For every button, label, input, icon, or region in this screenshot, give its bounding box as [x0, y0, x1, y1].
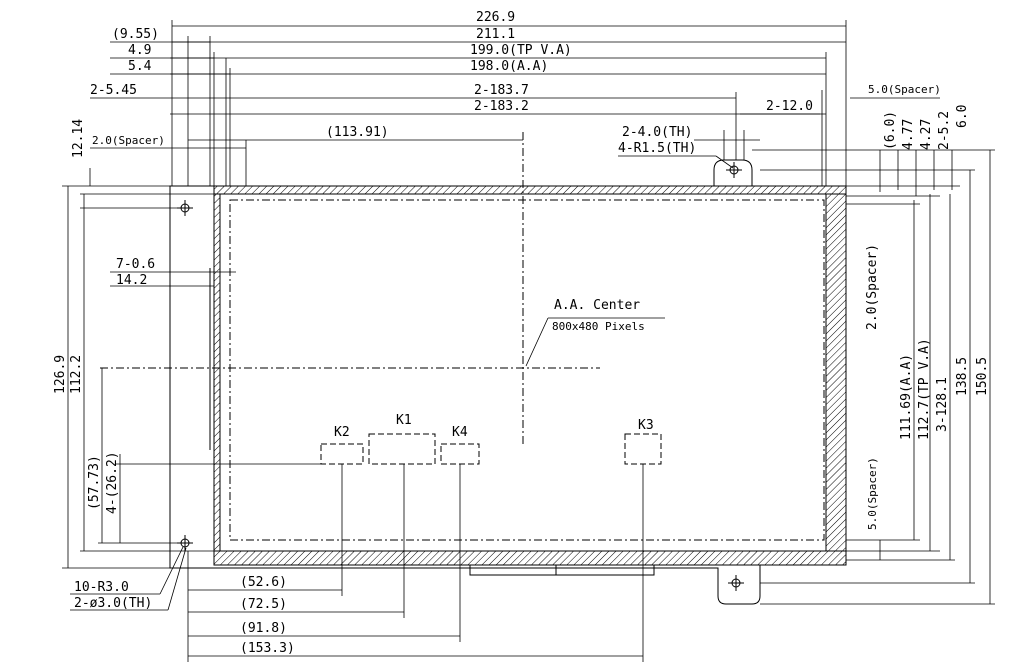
- dim-4-9: 4.9: [128, 43, 151, 58]
- dim-4-77: 4.77: [901, 119, 916, 150]
- dim-14-2: 14.2: [116, 273, 147, 288]
- dim-198-aa: 198.0(A.A): [470, 59, 548, 74]
- dim-6-0: 6.0: [955, 105, 970, 128]
- top-hatch: [213, 185, 847, 195]
- aa-center-pixels: 800x480 Pixels: [552, 320, 645, 333]
- dim-5-spacer-top: 5.0(Spacer): [868, 83, 941, 96]
- key-k2-label: K2: [334, 425, 350, 440]
- dim-57-73: (57.73): [87, 455, 102, 510]
- dim-199-tp: 199.0(TP V.A): [470, 43, 572, 58]
- dim-2-5-45: 2-5.45: [90, 83, 137, 98]
- key-k4: [440, 443, 480, 465]
- key-k3-label: K3: [638, 418, 654, 433]
- dim-2-183-7: 2-183.7: [474, 83, 529, 98]
- dim-112-7: 112.7(TP V.A): [917, 338, 932, 440]
- dim-2-183-2: 2-183.2: [474, 99, 529, 114]
- key-k4-label: K4: [452, 425, 468, 440]
- mount-hole-top-right: [726, 162, 742, 178]
- dim-2-spacer-left: 2.0(Spacer): [92, 134, 165, 147]
- dim-2-12: 2-12.0: [766, 99, 813, 114]
- dim-2-phi3: 2-ø3.0(TH): [74, 596, 152, 611]
- dim-2-5-2: 2-5.2: [937, 111, 952, 150]
- dim-2-4-th: 2-4.0(TH): [622, 125, 692, 140]
- key-k2: [320, 443, 364, 465]
- dim-150-5: 150.5: [975, 357, 990, 396]
- dim-9-55: (9.55): [112, 27, 159, 42]
- dim-12-14: 12.14: [71, 119, 86, 158]
- dim-91-8: (91.8): [240, 621, 287, 636]
- dim-153-3: (153.3): [240, 641, 295, 656]
- bottom-hatch: [213, 550, 847, 566]
- key-k3: [624, 433, 662, 465]
- right-hatch: [825, 193, 847, 552]
- dim-2-spacer: 2.0(Spacer): [865, 244, 880, 330]
- aa-center-label: A.A. Center: [554, 298, 640, 313]
- dim-10-r3: 10-R3.0: [74, 580, 129, 595]
- dim-113-91: (113.91): [326, 125, 389, 140]
- dim-4-26-2: 4-(26.2): [105, 451, 120, 514]
- dim-52-6: (52.6): [240, 575, 287, 590]
- left-hatch: [213, 193, 221, 552]
- dim-6-0p: (6.0): [883, 111, 898, 150]
- dim-211-1: 211.1: [476, 27, 515, 42]
- key-k1: [368, 433, 436, 465]
- dim-3-128-1: 3-128.1: [935, 377, 950, 432]
- dim-4-27: 4.27: [919, 119, 934, 150]
- dim-72-5: (72.5): [240, 597, 287, 612]
- dim-112-2: 112.2: [69, 355, 84, 394]
- dim-4-r1-5: 4-R1.5(TH): [618, 141, 696, 156]
- dim-126-9: 126.9: [53, 355, 68, 394]
- dim-overall-width: 226.9: [476, 10, 515, 25]
- mount-hole-bottom-right: [728, 575, 744, 591]
- dim-5-4: 5.4: [128, 59, 152, 74]
- board-outline: [169, 159, 847, 605]
- key-k1-label: K1: [396, 413, 412, 428]
- active-area: [229, 199, 825, 541]
- dim-5-spacer: 5.0(Spacer): [866, 457, 879, 530]
- dim-138-5: 138.5: [955, 357, 970, 396]
- tp-view-area: [219, 193, 827, 552]
- dim-7-0-6: 7-0.6: [116, 257, 155, 272]
- dim-111-69: 111.69(A.A): [899, 354, 914, 440]
